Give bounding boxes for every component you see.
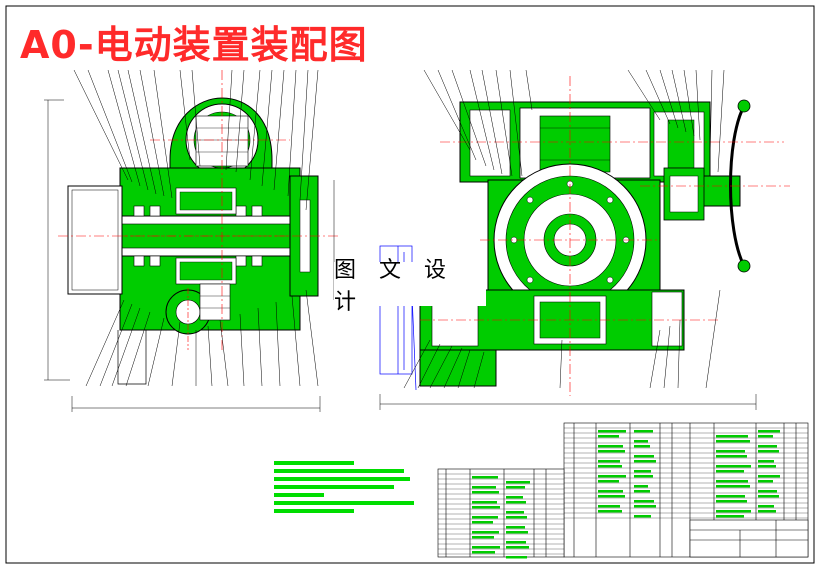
table-cell-text (598, 505, 620, 508)
table-cell-text (506, 531, 528, 534)
table-cell-text (506, 501, 526, 504)
table-cell-text (716, 470, 744, 473)
table-cell-text (758, 450, 779, 453)
table-cell-text (472, 521, 493, 524)
table-cell-text (634, 490, 650, 493)
table-cell-text (758, 465, 776, 468)
table-cell-text (506, 481, 530, 484)
table-cell-text (758, 435, 773, 438)
table-cell-text (472, 536, 494, 539)
table-cell-text (506, 541, 526, 544)
table-cell-text (598, 480, 619, 483)
table-cell-text (598, 430, 626, 433)
table-cell-text (634, 445, 650, 448)
table-cell-text (472, 546, 500, 549)
motor-flange (67, 185, 123, 295)
table-cell-text (506, 486, 525, 489)
table-cell-text (634, 455, 654, 458)
parts-list-rows-lower (438, 473, 564, 555)
table-cell-text (634, 515, 651, 518)
table-cell-text (634, 440, 648, 443)
table-cell-text (634, 430, 653, 433)
table-cell-text (472, 516, 498, 519)
wheel-bolts (510, 180, 630, 300)
table-cell-text (472, 551, 495, 554)
table-cell-text (758, 460, 774, 463)
table-cell-text (634, 470, 651, 473)
table-cell-text (506, 546, 529, 549)
table-cell-text (716, 455, 747, 458)
table-cell-text (758, 490, 777, 493)
table-cell-text (758, 430, 780, 433)
table-cell-text (716, 485, 750, 488)
part-leaders-right-top (423, 69, 725, 177)
bearings (133, 205, 263, 267)
table-cell-text (634, 500, 654, 503)
table-cell-text (634, 460, 656, 463)
table-cell-text (506, 496, 523, 499)
table-cell-text (598, 490, 623, 493)
table-cell-text (598, 460, 620, 463)
table-cell-text (634, 475, 653, 478)
table-cell-text (716, 440, 750, 443)
table-cell-text (598, 475, 626, 478)
table-cell-text (506, 511, 524, 514)
parts-list-cells (472, 430, 780, 559)
table-cell-text (758, 445, 777, 448)
handwheel-rim (729, 105, 746, 267)
part-leaders-top (73, 69, 319, 211)
table-cell-text (716, 480, 748, 483)
table-cell-text (506, 516, 527, 519)
table-cell-text (506, 556, 527, 559)
table-cell-text (598, 495, 625, 498)
dimensions-right (379, 394, 757, 410)
table-cell-text (758, 475, 780, 478)
technical-notes (274, 461, 414, 513)
part-leaders-bottom (85, 289, 319, 387)
table-cell-text (598, 465, 622, 468)
table-cell-text (506, 526, 525, 529)
table-cell-text (598, 510, 622, 513)
table-cell-text (472, 531, 499, 534)
table-cell-text (716, 465, 751, 468)
table-cell-text (758, 480, 773, 483)
table-cell-text (472, 491, 499, 494)
left-section-view (44, 69, 340, 412)
table-cell-text (758, 495, 779, 498)
table-cell-text (716, 500, 747, 503)
table-cell-text (598, 435, 619, 438)
table-cell-text (716, 495, 745, 498)
dimensions-left (44, 99, 335, 412)
table-cell-text (472, 506, 500, 509)
drawing-title: A0-电动装置装配图 (20, 23, 368, 67)
table-cell-text (716, 450, 745, 453)
table-cell-text (634, 485, 648, 488)
table-cell-text (758, 505, 774, 508)
table-cell-text (758, 510, 776, 513)
table-cell-text (598, 450, 625, 453)
watermark-label: 图 文 设 计 (334, 258, 486, 315)
worm-shaft (539, 115, 611, 173)
table-cell-text (598, 445, 623, 448)
table-cell-text (472, 486, 496, 489)
table-cell-text (716, 510, 751, 513)
table-cell-text (634, 505, 656, 508)
parts-list-rows-upper (564, 427, 808, 519)
part-leaders-right-bottom (403, 289, 721, 389)
drawing-border (5, 5, 815, 564)
table-cell-text (472, 476, 498, 479)
table-cell-text (716, 435, 748, 438)
table-cell-text (472, 501, 497, 504)
right-view (379, 69, 790, 410)
handwheel-hub (699, 175, 741, 207)
table-cell-text (716, 515, 744, 518)
